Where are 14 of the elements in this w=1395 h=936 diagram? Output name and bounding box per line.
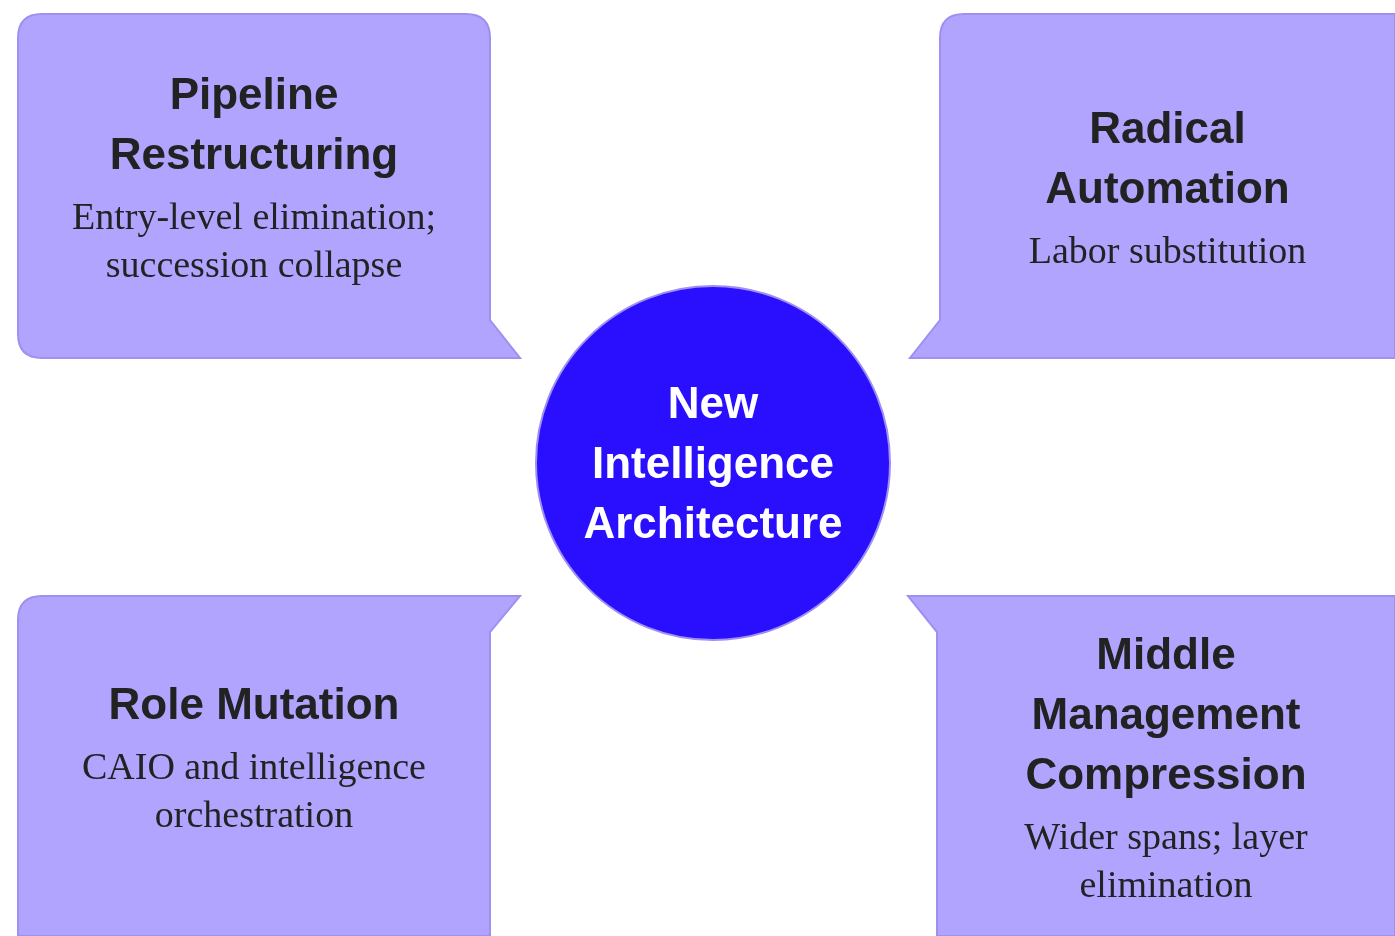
bubble-description: Labor substitution — [1028, 228, 1307, 273]
bubble-description: CAIO and intelligence orchestration — [81, 744, 427, 837]
bubble-heading: Middle Management Compression — [1024, 628, 1308, 800]
callout-bubble — [18, 14, 522, 359]
callout-bubble — [908, 14, 1395, 359]
callout-bubble — [18, 596, 522, 936]
node-label: New Intelligence Architecture — [582, 377, 844, 549]
bubble-heading: Role Mutation — [108, 678, 400, 730]
callout-bubble — [908, 596, 1395, 936]
bubble-description: Wider spans; layer elimination — [1023, 814, 1309, 907]
circle-node — [535, 285, 891, 641]
bubble-description: Entry-level elimination; succession collapse — [70, 194, 438, 287]
bubble-heading: Radical Automation — [1044, 102, 1291, 214]
bubble-heading: Pipeline Restructuring — [108, 68, 400, 180]
